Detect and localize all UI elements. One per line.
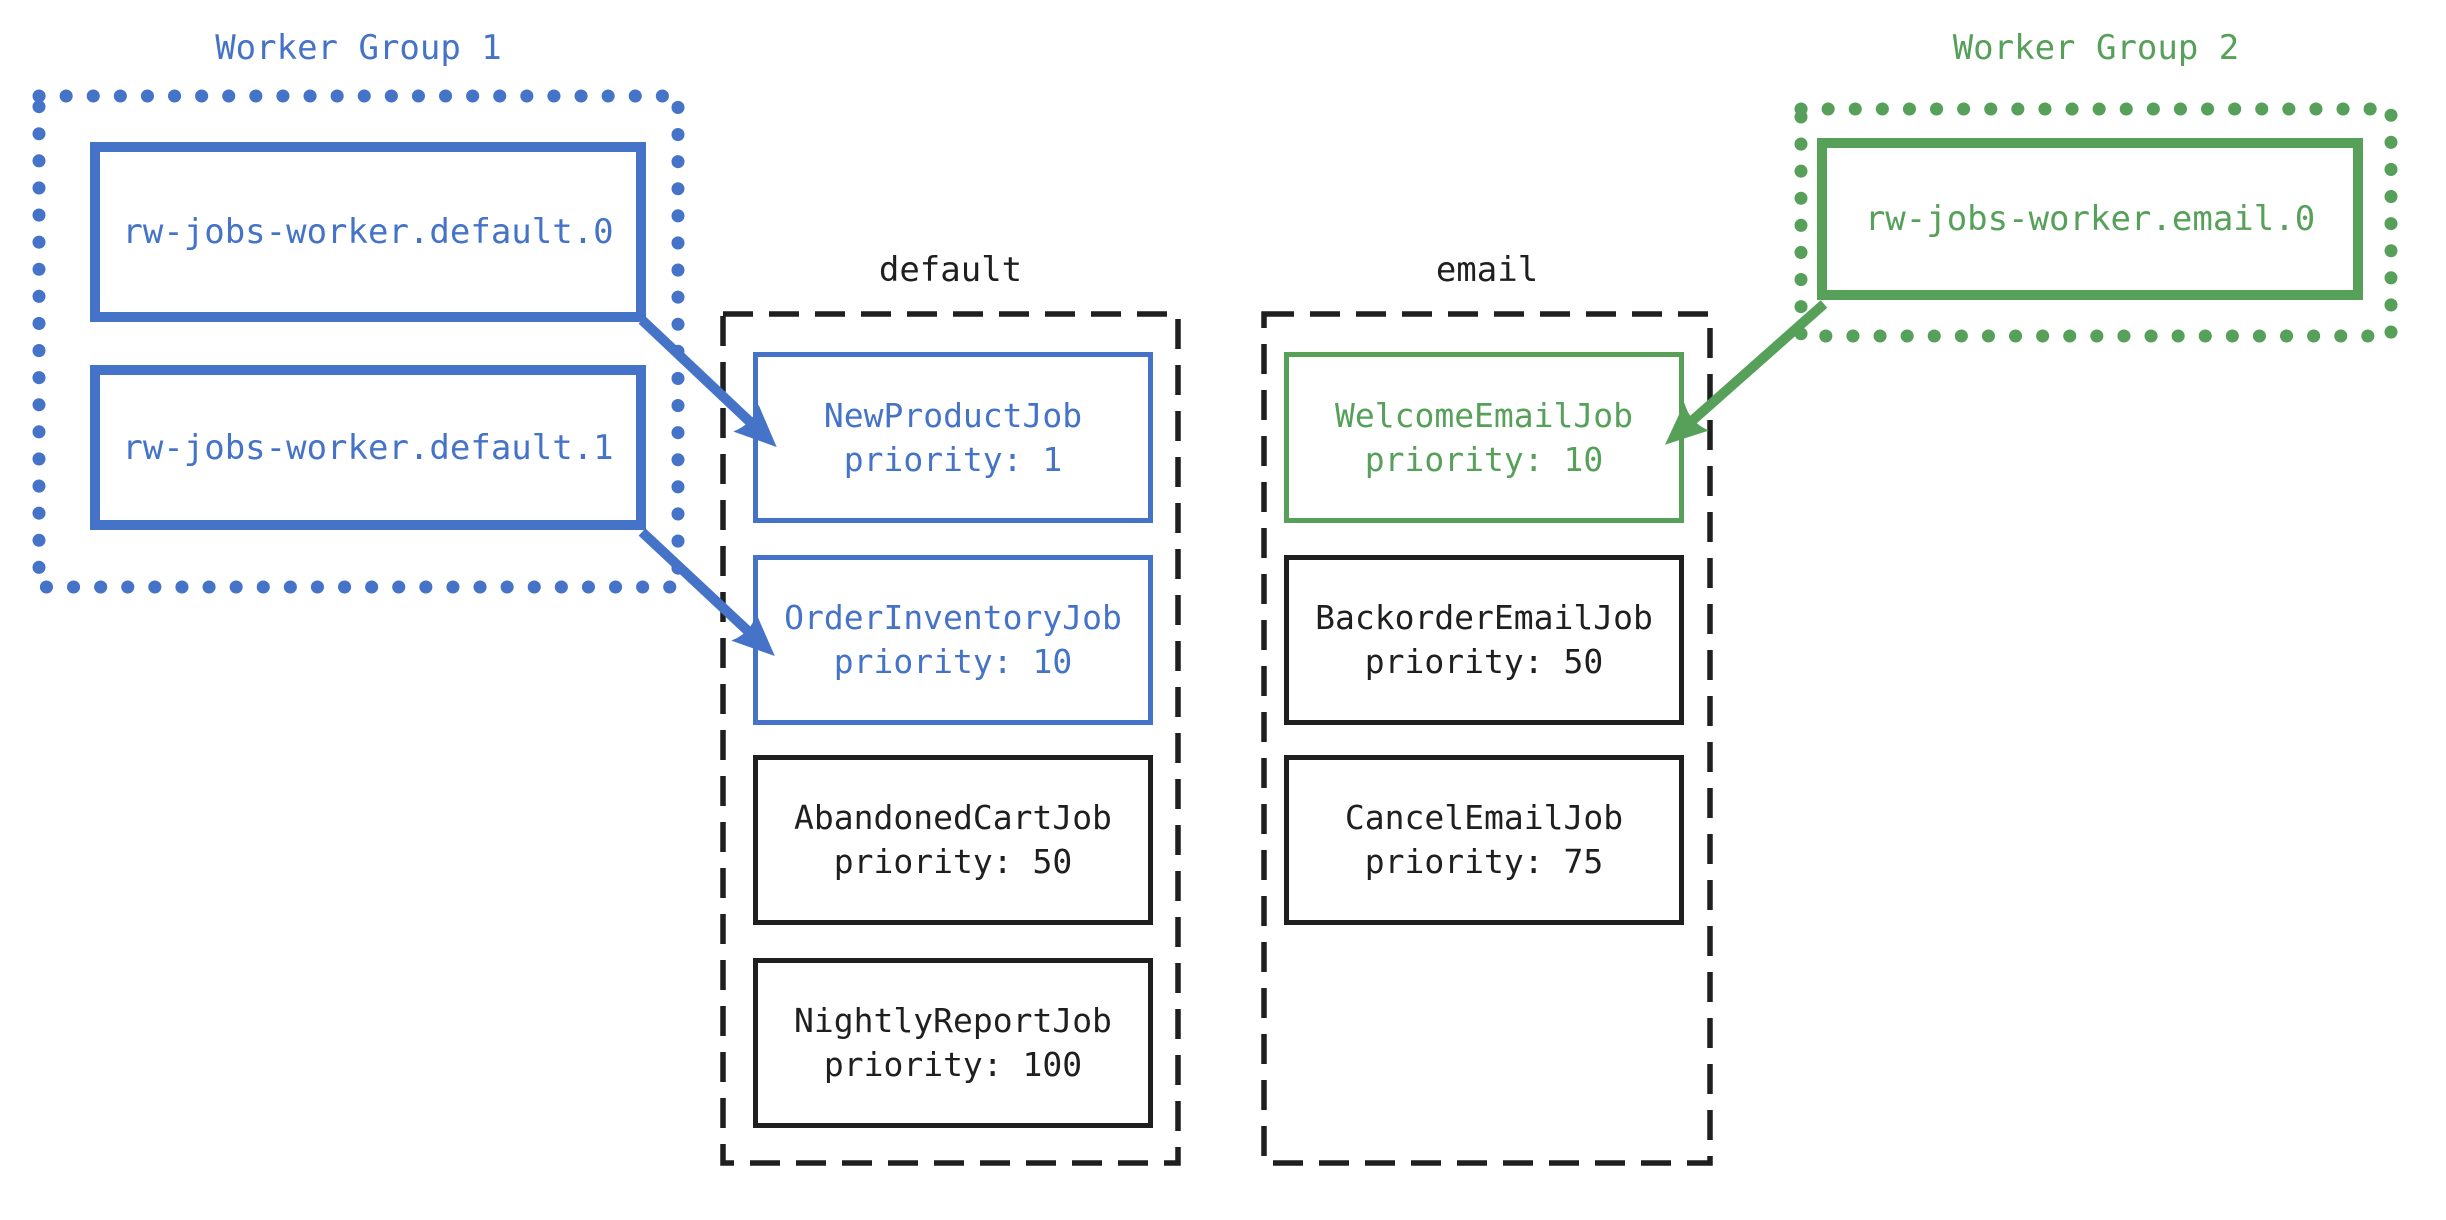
job-box-cancelemailjob: CancelEmailJob priority: 75 xyxy=(1284,755,1684,925)
job-box-orderinventoryjob: OrderInventoryJob priority: 10 xyxy=(753,555,1153,725)
job-priority: priority: 75 xyxy=(1364,842,1604,881)
job-priority: priority: 1 xyxy=(843,439,1063,479)
job-box-welcomeemailjob: WelcomeEmailJob priority: 10 xyxy=(1284,352,1684,523)
job-box-nightlyreportjob: NightlyReportJob priority: 100 xyxy=(753,958,1153,1128)
job-priority: priority: 50 xyxy=(833,842,1073,881)
worker-box-email-0: rw-jobs-worker.email.0 xyxy=(1817,138,2363,300)
worker-box-email-0-label: rw-jobs-worker.email.0 xyxy=(1864,199,2316,239)
job-box-abandonedcartjob: AbandonedCartJob priority: 50 xyxy=(753,755,1153,925)
arrow-default0-to-newproductjob xyxy=(638,316,777,448)
job-name: BackorderEmailJob xyxy=(1315,598,1653,637)
job-priority: priority: 10 xyxy=(833,642,1073,681)
job-priority: priority: 10 xyxy=(1364,439,1604,479)
worker-box-default-1: rw-jobs-worker.default.1 xyxy=(90,365,646,530)
job-name: NewProductJob xyxy=(823,395,1083,435)
arrow-default1-to-orderinventoryjob xyxy=(638,528,775,657)
job-name: OrderInventoryJob xyxy=(784,598,1122,637)
job-priority: priority: 100 xyxy=(823,1045,1083,1084)
job-name: AbandonedCartJob xyxy=(794,798,1112,837)
worker-group-2-title: Worker Group 2 xyxy=(1952,28,2240,68)
job-name: WelcomeEmailJob xyxy=(1334,395,1633,435)
worker-box-default-1-label: rw-jobs-worker.default.1 xyxy=(122,427,614,468)
queue-email-title: email xyxy=(1435,250,1539,290)
arrow-email0-to-welcomeemailjob xyxy=(1664,300,1828,445)
job-name: CancelEmailJob xyxy=(1344,798,1624,837)
queue-default-title: default xyxy=(878,250,1023,290)
job-box-backorderemailjob: BackorderEmailJob priority: 50 xyxy=(1284,555,1684,725)
worker-box-default-0-label: rw-jobs-worker.default.0 xyxy=(122,212,614,252)
job-box-newproductjob: NewProductJob priority: 1 xyxy=(753,352,1153,523)
job-priority: priority: 50 xyxy=(1364,642,1604,681)
worker-group-1-title: Worker Group 1 xyxy=(215,28,502,68)
job-name: NightlyReportJob xyxy=(794,1001,1112,1040)
worker-box-default-0: rw-jobs-worker.default.0 xyxy=(90,142,646,322)
